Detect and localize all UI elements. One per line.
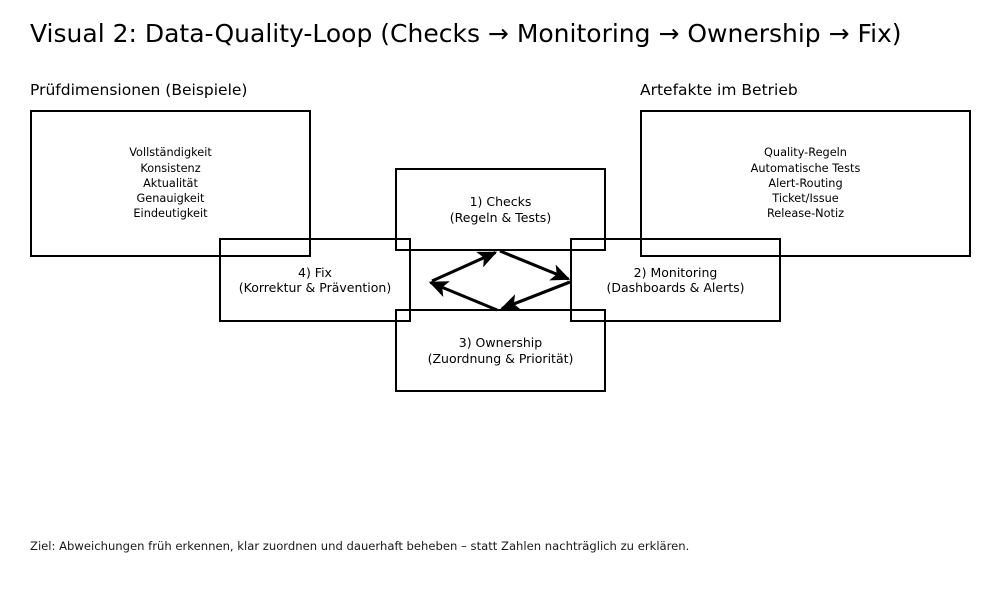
arrow-checks-to-monitoring: [499, 249, 571, 281]
node-checks-label: 1) Checks (Regeln & Tests): [449, 194, 552, 225]
footnote-text: Ziel: Abweichungen früh erkennen, klar z…: [30, 539, 690, 553]
node-ownership-label: 3) Ownership (Zuordnung & Priorität): [427, 335, 574, 366]
left-panel-header: Prüfdimensionen (Beispiele): [30, 81, 248, 99]
node-ownership: 3) Ownership (Zuordnung & Priorität): [395, 309, 606, 392]
left-panel-items: Vollständigkeit Konsistenz Aktualität Ge…: [129, 146, 212, 221]
node-fix-label: 4) Fix (Korrektur & Prävention): [238, 264, 392, 295]
right-panel-items: Quality-Regeln Automatische Tests Alert-…: [750, 146, 861, 221]
arrow-ownership-to-fix: [428, 281, 498, 312]
node-monitoring-label: 2) Monitoring (Dashboards & Alerts): [606, 264, 745, 295]
right-panel-header: Artefakte im Betrieb: [640, 81, 798, 99]
node-fix: 4) Fix (Korrektur & Prävention): [219, 238, 411, 322]
right-panel-box: Quality-Regeln Automatische Tests Alert-…: [640, 110, 971, 257]
left-panel-box: Vollständigkeit Konsistenz Aktualität Ge…: [30, 110, 311, 257]
node-monitoring: 2) Monitoring (Dashboards & Alerts): [570, 238, 781, 322]
arrow-fix-to-checks: [431, 251, 498, 283]
arrow-monitoring-to-ownership: [500, 280, 571, 311]
page-title: Visual 2: Data-Quality-Loop (Checks → Mo…: [30, 19, 902, 48]
